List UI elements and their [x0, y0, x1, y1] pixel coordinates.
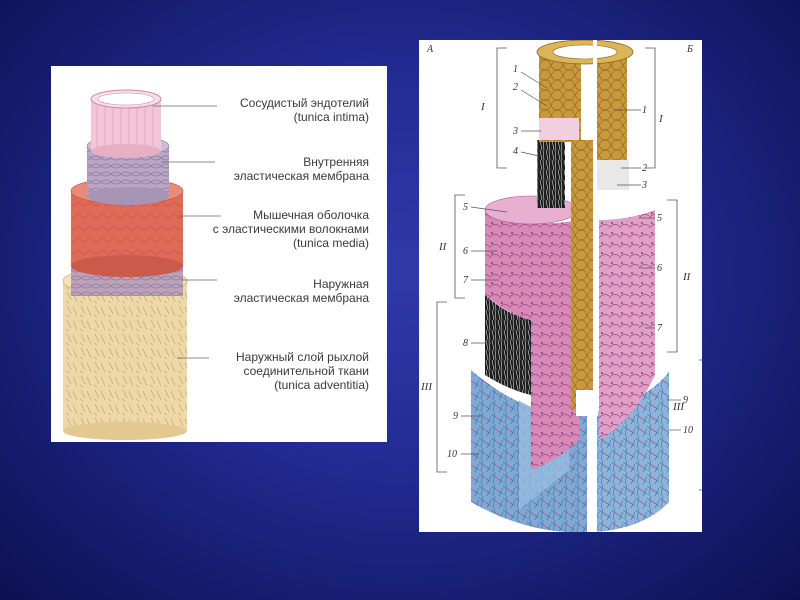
inner-elastic-band — [537, 140, 565, 208]
vessel-cutaway-illustration: А Б I II III I II III 1 2 3 4 5 6 7 8 9 … — [420, 39, 710, 533]
roman-right-3: III — [672, 401, 685, 413]
num-right-5: 5 — [657, 213, 662, 224]
num-left-7: 7 — [463, 275, 469, 286]
num-left-2: 2 — [513, 82, 518, 93]
num-left-3: 3 — [512, 126, 518, 137]
vessel-layers-illustration — [62, 89, 221, 440]
intima-layer — [90, 89, 162, 158]
num-right-1: 1 — [642, 105, 647, 116]
num-right-7: 7 — [657, 323, 663, 334]
num-right-9: 9 — [683, 395, 688, 406]
num-left-9: 9 — [453, 411, 458, 422]
roman-right-1: I — [658, 113, 664, 125]
adventitia-layer — [62, 266, 188, 440]
label-adventitia: Наружный слой рыхлой соединительной ткан… — [236, 350, 369, 392]
num-right-3: 3 — [641, 180, 647, 191]
label-tunica-media: Мышечная оболочка с эластическими волокн… — [212, 208, 369, 250]
leader-lines — [153, 105, 221, 359]
number-leaders — [461, 71, 681, 455]
roman-left-3: III — [420, 381, 433, 393]
num-right-6: 6 — [657, 263, 662, 274]
num-right-10: 10 — [683, 425, 693, 436]
endothelium-tube — [536, 39, 634, 532]
label-endothelium: Сосудистый эндотелий (tunica intima) — [239, 96, 369, 124]
corner-label-a: А — [426, 44, 434, 55]
num-right-2: 2 — [642, 163, 647, 174]
intima-band — [539, 118, 579, 140]
roman-right-2: II — [682, 271, 692, 283]
roman-left-2: II — [438, 241, 448, 253]
num-left-4: 4 — [513, 146, 518, 157]
roman-left-1: I — [480, 101, 486, 113]
vessel-cutaway-diagram: А Б I II III I II III 1 2 3 4 5 6 7 8 9 … — [419, 39, 710, 533]
label-outer-elastic-membrane: Наружная эластическая мембрана — [233, 277, 369, 305]
vessel-layers-diagram: Сосудистый эндотелий (tunica intima) Вну… — [51, 66, 387, 442]
num-left-5: 5 — [463, 202, 468, 213]
outer-elastic-band — [485, 295, 531, 395]
corner-label-b: Б — [686, 44, 693, 55]
num-left-6: 6 — [463, 246, 468, 257]
num-left-10: 10 — [447, 449, 457, 460]
num-left-8: 8 — [463, 338, 468, 349]
num-left-1: 1 — [513, 64, 518, 75]
label-inner-elastic-membrane: Внутренняя эластическая мембрана — [233, 155, 369, 183]
